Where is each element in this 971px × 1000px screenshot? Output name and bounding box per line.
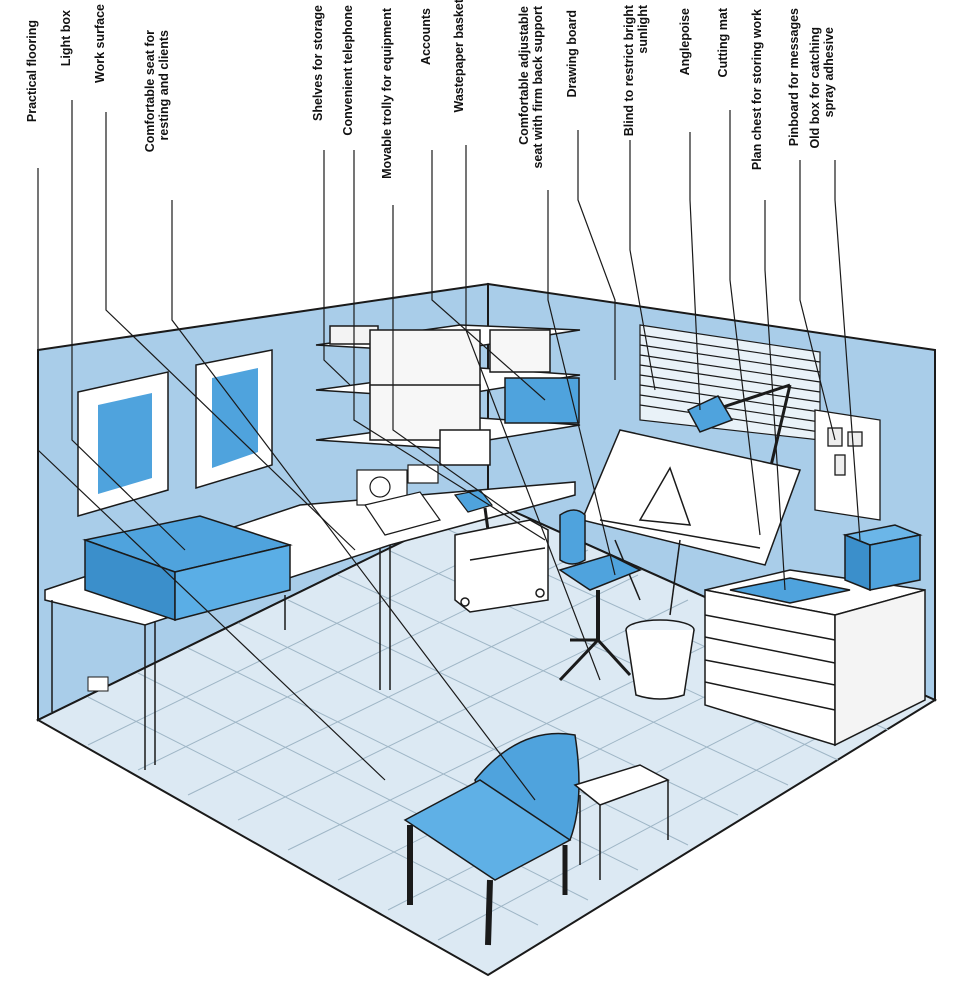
light-box [82, 515, 293, 622]
pinboard [814, 409, 881, 521]
label-shelves: Shelves for storage [311, 5, 325, 122]
side-table [573, 764, 670, 880]
plan-chest [704, 569, 926, 747]
desk-equipment [356, 464, 441, 536]
label-cutting-mat: Cutting mat [716, 8, 730, 78]
wastepaper-basket [625, 619, 695, 700]
trolley [454, 519, 549, 613]
lounge-chair [403, 732, 580, 946]
label-anglepoise: Anglepoise [678, 8, 692, 76]
drawing-board [580, 429, 802, 616]
leader-lines [37, 100, 861, 801]
shelves [315, 324, 581, 466]
label-drawing-board: Drawing board [565, 10, 579, 98]
label-trolly: Movable trolly for equipment [380, 8, 394, 179]
label-plan-chest: Plan chest for storing work [750, 9, 764, 171]
swivel-chair [558, 509, 642, 682]
label-practical-flooring: Practical flooring [25, 20, 39, 123]
label-light-box: Light box [59, 10, 73, 67]
label-accounts: Accounts [419, 8, 433, 65]
framed-pictures [77, 349, 273, 517]
label-telephone: Convenient telephone [341, 5, 355, 136]
label-work-surface: Work surface [93, 4, 107, 83]
label-wastepaper: Wastepaper basket [452, 0, 466, 113]
spray-box [842, 524, 923, 592]
label-pinboard: Pinboard for messages [787, 8, 801, 147]
anglepoise-lamp [686, 383, 792, 471]
wall-socket [87, 676, 109, 692]
